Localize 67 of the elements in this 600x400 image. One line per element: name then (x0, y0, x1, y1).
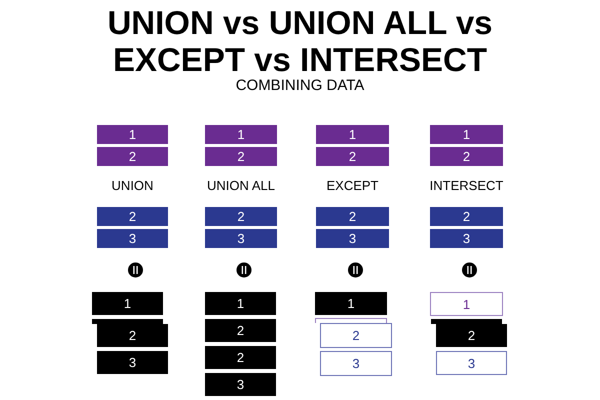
row-box (320, 323, 392, 348)
row-number: 3 (352, 357, 360, 370)
operation-label: INTERSECT (428, 178, 504, 193)
row-number: 2 (236, 324, 244, 337)
row-number: 1 (462, 298, 470, 310)
row-box (205, 292, 276, 315)
row-box (92, 292, 163, 315)
row-box (315, 292, 387, 315)
row-box (316, 125, 389, 144)
row-box (316, 207, 389, 226)
row-number: 3 (237, 232, 245, 245)
row-box (430, 207, 503, 226)
row-box (97, 125, 168, 144)
row-box (205, 125, 277, 144)
row-box (205, 229, 277, 248)
row-box (436, 324, 507, 347)
row-number: 2 (128, 150, 136, 163)
row-box (205, 147, 277, 166)
operation-label: UNION ALL (206, 178, 276, 193)
row-box (205, 207, 277, 226)
row-box (205, 373, 276, 396)
row-box (320, 351, 392, 376)
row-box (430, 292, 503, 316)
row-number: 2 (462, 210, 470, 223)
row-box (430, 125, 503, 144)
row-number: 2 (237, 150, 245, 163)
operation-label: UNION (110, 178, 154, 193)
row-number: 2 (128, 329, 136, 342)
row-number: 1 (462, 128, 470, 141)
row-number: 1 (237, 128, 245, 141)
row-number: 2 (348, 210, 356, 223)
row-box (97, 229, 168, 248)
row-box (205, 319, 276, 342)
row-number: 3 (236, 378, 244, 391)
row-number: 3 (128, 232, 136, 245)
empty-box (431, 319, 502, 324)
operation-label: EXCEPT (325, 178, 380, 193)
row-box (97, 147, 168, 166)
row-number: 2 (237, 210, 245, 223)
title: UNION vs UNION ALL vs EXCEPT vs INTERSECT (106, 4, 494, 78)
row-number: 3 (468, 356, 476, 370)
row-box (430, 229, 503, 248)
row-box (436, 351, 507, 375)
subtitle: COMBINING DATA (234, 77, 366, 94)
row-box (97, 351, 168, 374)
row-number: 2 (236, 351, 244, 364)
row-number: 1 (124, 297, 132, 310)
row-box (205, 346, 276, 369)
row-box (97, 207, 168, 226)
row-box (316, 147, 389, 166)
row-number: 2 (352, 329, 360, 342)
row-number: 3 (128, 356, 136, 369)
row-number: 3 (348, 232, 356, 245)
row-number: 1 (236, 297, 244, 310)
empty-box (315, 318, 387, 323)
row-number: 2 (462, 150, 470, 163)
row-number: 3 (462, 232, 470, 245)
row-box (316, 229, 389, 248)
row-number: 2 (468, 329, 476, 342)
empty-box (92, 319, 163, 324)
row-box (430, 147, 503, 166)
row-box (97, 324, 168, 347)
row-number: 2 (348, 150, 356, 163)
row-number: 1 (128, 128, 136, 141)
row-number: 2 (128, 210, 136, 223)
row-number: 1 (348, 128, 356, 141)
row-number: 1 (347, 297, 355, 310)
